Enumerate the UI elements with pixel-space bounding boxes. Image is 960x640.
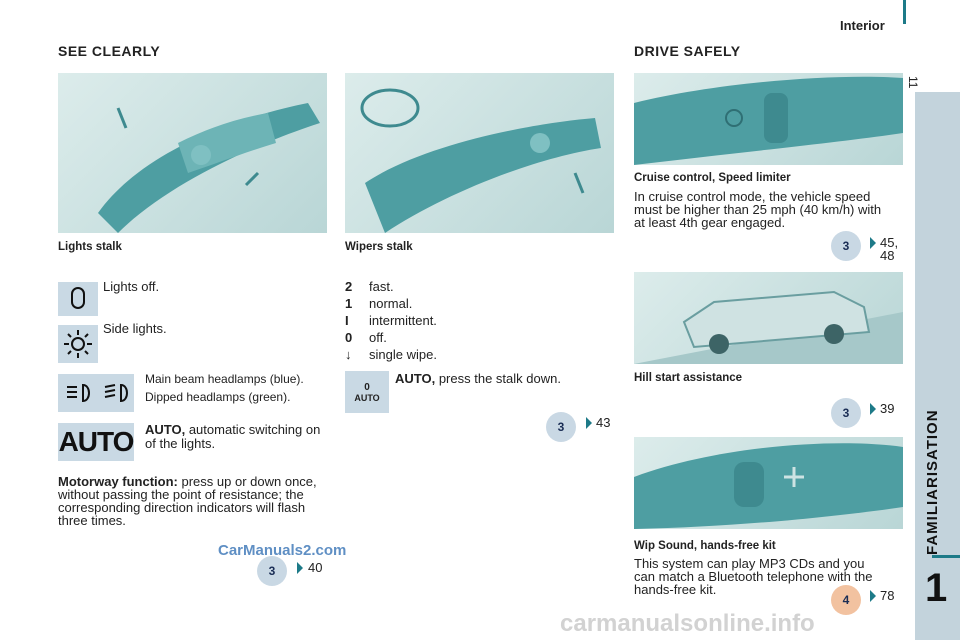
auto-icon-text: AUTO [58,426,135,457]
wiper-key: 1 [345,296,353,311]
hill-start-photo [634,272,903,364]
wip-ref-arrow [870,590,876,602]
section-title: Interior [840,18,885,33]
wipers-ref-page[interactable]: 43 [596,415,611,430]
wiper-key: I [345,313,349,328]
lights-ref-page[interactable]: 40 [308,560,323,575]
cruise-control-illustration [634,76,903,165]
wiper-desc: normal. [369,296,413,311]
wiper-auto-icon-zero: 0 [364,381,370,393]
wip-caption: Wip Sound, hands-free kit [634,540,776,552]
page-number: 11 [906,76,920,89]
footer-watermark: carmanualsonline.info [560,610,815,637]
wip-ref-badge-num: 4 [842,593,850,607]
wipers-ref-arrow [586,417,592,429]
wiper-desc: intermittent. [369,313,437,328]
wiper-desc: single wipe. [369,347,437,362]
lights-stalk-illustration [98,103,320,233]
lights-ref-badge-num: 3 [268,564,276,578]
wiper-auto-bold: AUTO, [395,371,436,386]
cruise-caption: Cruise control, Speed limiter [634,172,791,184]
cruise-ref-page-2[interactable]: 48 [880,248,895,263]
wipers-stalk-illustration [360,88,601,233]
lights-off-text: Lights off. [103,279,160,294]
auto-lights-desc: automatic switching on of the lights. [145,422,321,451]
hill-ref-arrow [870,403,876,415]
cruise-ref-page[interactable]: 45, [880,235,899,250]
wiper-auto-desc: press the stalk down. [435,371,561,386]
side-lights-text: Side lights. [103,321,167,336]
wiper-row: 0 off. [345,330,437,347]
wip-ref-badge: 4 [831,585,861,615]
wiper-auto-text: AUTO, press the stalk down. [395,372,605,386]
auto-lights-bold: AUTO, [145,422,186,437]
wiper-auto-icon-label: AUTO [354,392,380,403]
auto-lights-icon: AUTO [58,423,134,461]
see-clearly-title: SEE CLEARLY [58,43,161,59]
cruise-control-photo [634,73,903,165]
lights-stalk-caption: Lights stalk [58,241,122,253]
wiper-desc: off. [369,330,387,345]
wiper-row: ↓ single wipe. [345,347,437,364]
cruise-ref-badge-num: 3 [842,239,850,253]
wiper-row: 2 fast. [345,279,437,296]
hill-ref-page[interactable]: 39 [880,401,895,416]
wiper-desc: fast. [369,279,394,294]
cruise-ref-badge: 3 [831,231,861,261]
main-beam-text: Main beam headlamps (blue). [145,372,304,386]
wip-sound-photo [634,437,903,529]
wipers-ref-badge: 3 [546,412,576,442]
chapter-number: 1 [925,566,948,610]
wiper-key: 2 [345,279,353,294]
wipers-stalk-caption: Wipers stalk [345,241,413,253]
wiper-row: 1 normal. [345,296,437,313]
chapter-sidebar [915,92,960,640]
headlamps-icon [58,374,134,412]
side-lights-icon [58,325,98,363]
lights-ref-arrow [297,562,303,574]
wip-sound-illustration [634,443,903,529]
motorway-text: Motorway function: press up or down once… [58,475,330,527]
lights-stalk-photo [58,73,327,233]
hill-ref-badge-num: 3 [842,406,850,420]
wip-ref-page[interactable]: 78 [880,588,895,603]
drive-safely-title: DRIVE SAFELY [634,43,741,59]
lights-ref-badge: 3 [257,556,287,586]
wiper-key: ↓ [345,347,352,362]
wiper-key: 0 [345,330,353,345]
wip-text: This system can play MP3 CDs and you can… [634,556,873,597]
cruise-text: In cruise control mode, the vehicle spee… [634,189,882,230]
chapter-label: FAMILIARISATION [924,409,941,555]
wiper-auto-icon: 0 AUTO [345,371,389,413]
motorway-desc: press up or down once, without passing t… [58,474,317,528]
hill-start-illustration [634,290,903,364]
hill-ref-badge: 3 [831,398,861,428]
cruise-ref-arrow [870,237,876,249]
chapter-marker [932,555,960,558]
hill-caption: Hill start assistance [634,372,743,384]
motorway-bold: Motorway function: [58,474,178,489]
dipped-text: Dipped headlamps (green). [145,390,291,404]
header-rule [903,0,906,24]
watermark: CarManuals2.com [218,542,347,559]
wipers-ref-badge-num: 3 [557,420,565,434]
wipers-stalk-photo [345,73,614,233]
lights-off-icon [58,282,98,316]
auto-lights-text: AUTO, automatic switching on of the ligh… [145,423,330,451]
